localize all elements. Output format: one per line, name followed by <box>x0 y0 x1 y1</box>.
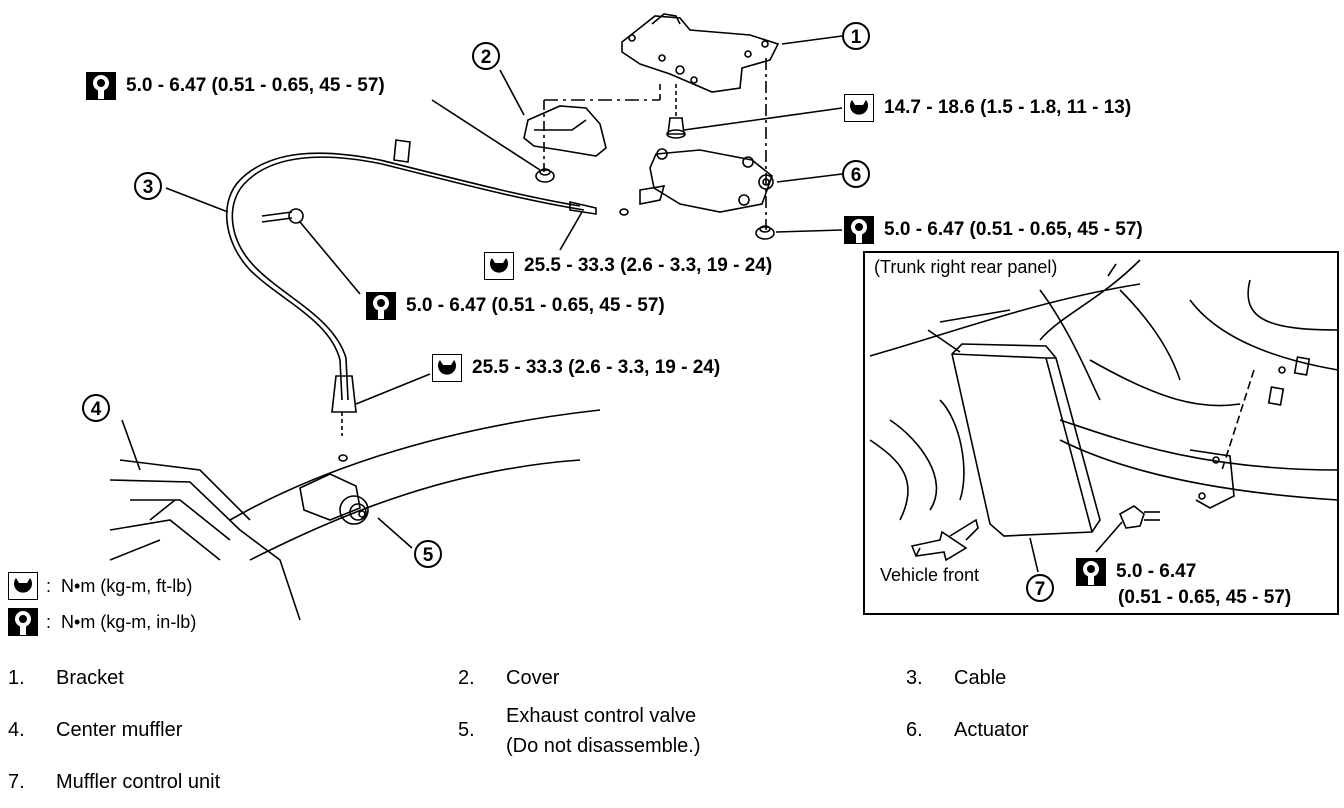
part-label: Cable <box>954 667 1007 689</box>
torque-wrench-icon <box>432 354 462 382</box>
legend-text: N•m (kg-m, in-lb) <box>61 611 197 632</box>
torque-value: 25.5 - 33.3 (2.6 - 3.3, 19 - 24) <box>524 255 773 277</box>
svg-text:3: 3 <box>143 177 154 198</box>
torque-value: 5.0 - 6.47 (0.51 - 0.65, 45 - 57) <box>406 295 665 317</box>
part-label: Center muffler <box>56 719 183 741</box>
torque-value-line1: 5.0 - 6.47 <box>1116 561 1197 583</box>
vehicle-front-label: Vehicle front <box>880 565 980 585</box>
callout-3: 3 <box>134 172 162 200</box>
part-label: Actuator <box>954 719 1029 741</box>
part-label: Cover <box>506 667 560 689</box>
torque-cable-clip: 5.0 - 6.47 (0.51 - 0.65, 45 - 57) <box>366 292 665 320</box>
torque-value: 5.0 - 6.47 (0.51 - 0.65, 45 - 57) <box>884 219 1143 241</box>
part-number: 4. <box>8 719 25 741</box>
legend-text: N•m (kg-m, ft-lb) <box>61 575 193 596</box>
callout-4: 4 <box>82 394 110 422</box>
part-number: 3. <box>906 667 923 689</box>
callout-5: 5 <box>414 540 442 568</box>
callout-1: 1 <box>842 22 870 50</box>
part-number: 6. <box>906 719 923 741</box>
torque-value-line2: (0.51 - 0.65, 45 - 57) <box>1118 587 1292 608</box>
torque-unit-bolt-line2: (0.51 - 0.65, 45 - 57) <box>1118 588 1291 607</box>
torque-value: 14.7 - 18.6 (1.5 - 1.8, 11 - 13) <box>884 97 1132 119</box>
torque-wrench-icon <box>1076 558 1106 586</box>
part-label: Bracket <box>56 667 124 689</box>
part-number: 2. <box>458 667 475 689</box>
torque-valve-cable: 25.5 - 33.3 (2.6 - 3.3, 19 - 24) <box>432 354 720 382</box>
part-number: 5. <box>458 719 475 741</box>
torque-wrench-icon-inlb <box>8 608 38 636</box>
torque-actuator-nut: 5.0 - 6.47 (0.51 - 0.65, 45 - 57) <box>844 216 1143 244</box>
torque-wrench-icon <box>844 94 874 122</box>
torque-value: 25.5 - 33.3 (2.6 - 3.3, 19 - 24) <box>472 357 721 379</box>
callout-circles: 1 2 3 4 5 6 7 <box>82 22 1054 602</box>
torque-cover-nut: 5.0 - 6.47 (0.51 - 0.65, 45 - 57) <box>86 72 385 100</box>
part-number: 1. <box>8 667 25 689</box>
svg-text:1: 1 <box>851 27 862 48</box>
legend-inlb: : N•m (kg-m, in-lb) <box>8 608 196 636</box>
callout-6: 6 <box>842 160 870 188</box>
part-number: 7. <box>8 771 25 793</box>
svg-text:5: 5 <box>423 545 434 566</box>
torque-cable-end: 25.5 - 33.3 (2.6 - 3.3, 19 - 24) <box>484 252 772 280</box>
legend-ftlb: : N•m (kg-m, ft-lb) <box>8 572 192 600</box>
callout-7: 7 <box>1026 574 1054 602</box>
torque-unit-bolt: 5.0 - 6.47 <box>1076 558 1196 586</box>
torque-bracket-bolt: 14.7 - 18.6 (1.5 - 1.8, 11 - 13) <box>844 94 1131 122</box>
part-label: Muffler control unit <box>56 771 221 793</box>
svg-text:7: 7 <box>1035 579 1046 600</box>
torque-wrench-icon <box>484 252 514 280</box>
inset-title: (Trunk right rear panel) <box>874 257 1058 277</box>
callout-2: 2 <box>472 42 500 70</box>
legend-colon: : <box>46 575 52 596</box>
torque-wrench-icon-ftlb <box>8 572 38 600</box>
part-label: Exhaust control valve <box>506 705 697 727</box>
torque-wrench-icon <box>366 292 396 320</box>
svg-text:2: 2 <box>481 47 492 68</box>
torque-value: 5.0 - 6.47 (0.51 - 0.65, 45 - 57) <box>126 75 385 97</box>
legend-colon: : <box>46 611 52 632</box>
torque-wrench-icon <box>844 216 874 244</box>
part-label-note: (Do not disassemble.) <box>506 735 701 757</box>
svg-text:4: 4 <box>91 399 102 420</box>
svg-text:6: 6 <box>851 165 862 186</box>
torque-wrench-icon <box>86 72 116 100</box>
